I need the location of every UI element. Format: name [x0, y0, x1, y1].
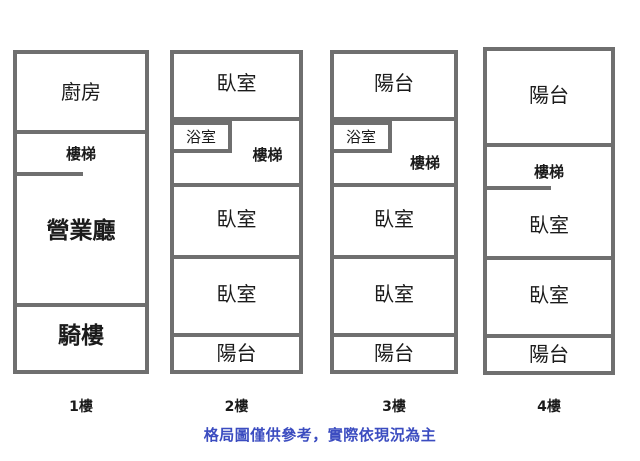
floor-3-room-bedroom-1: 臥室	[374, 207, 414, 231]
floor-3-room-bedroom-2: 臥室	[374, 282, 414, 306]
floor-1-wall-above-arcade	[13, 303, 149, 307]
floor-1-room-shop-hall: 營業廳	[46, 218, 116, 244]
floor-1-wall-kitchen-bottom	[13, 130, 149, 134]
floor-3-outline	[330, 50, 458, 374]
floor-2-wall-bed2-bottom	[170, 255, 303, 259]
floor-2-caption: 2樓	[224, 399, 249, 415]
floor-4-room-bedroom-2: 臥室	[529, 283, 569, 307]
floor-2-room-bathroom: 浴室	[185, 128, 216, 146]
floor-4-wall-balcony-bottom	[483, 143, 615, 147]
floor-2-room-bedroom-1: 臥室	[216, 71, 257, 95]
floor-4-caption: 4樓	[537, 399, 561, 415]
floor-1-stair-partition	[17, 172, 83, 176]
floor-4-stair-partition	[487, 186, 551, 190]
floor-3-room-balcony-bottom: 陽台	[374, 341, 414, 365]
floor-2-room-bedroom-3: 臥室	[216, 282, 257, 306]
floor-4-room-balcony-bottom: 陽台	[529, 342, 569, 366]
floor-3-room-stairs: 樓梯	[409, 154, 440, 172]
floor-4-room-balcony-top: 陽台	[529, 83, 569, 107]
floor-3-bathroom-box	[330, 121, 392, 153]
floor-1-outline	[13, 50, 149, 374]
floor-3-wall-above-balcony	[330, 333, 458, 337]
floor-3-wall-stair-bottom	[330, 183, 458, 187]
floor-1-caption: 1樓	[69, 399, 93, 415]
floor-3-room-balcony-top: 陽台	[374, 71, 414, 95]
floor-3-caption: 3樓	[382, 399, 406, 415]
floor-4-wall-bed1-bottom	[483, 256, 615, 260]
floor-3-wall-bed1-bottom	[330, 255, 458, 259]
floor-3-wall-balcony-bottom	[330, 117, 458, 121]
floor-2-outline	[170, 50, 303, 374]
floor-4-room-stairs: 樓梯	[533, 163, 564, 181]
disclaimer-note: 格局圖僅供參考，實際依現況為主	[203, 426, 437, 444]
floor-1-room-stairs: 樓梯	[65, 145, 96, 163]
floor-1-room-arcade: 騎樓	[58, 323, 104, 349]
floor-4-room-bedroom-1: 臥室	[529, 213, 569, 237]
floor-2-room-bedroom-2: 臥室	[216, 207, 257, 231]
floor-1-room-kitchen: 廚房	[61, 80, 101, 104]
floor-2-wall-stair-bottom	[170, 183, 303, 187]
floor-2-wall-bed1-bottom	[170, 117, 303, 121]
floor-3-room-bathroom: 浴室	[345, 128, 376, 146]
floor-2-wall-above-balcony	[170, 333, 303, 337]
floor-2-room-balcony: 陽台	[216, 341, 257, 365]
floor-4-outline	[483, 47, 615, 375]
floor-2-bathroom-box	[170, 121, 232, 153]
floor-4-wall-above-balcony	[483, 334, 615, 338]
floor-2-room-stairs: 樓梯	[252, 146, 283, 164]
